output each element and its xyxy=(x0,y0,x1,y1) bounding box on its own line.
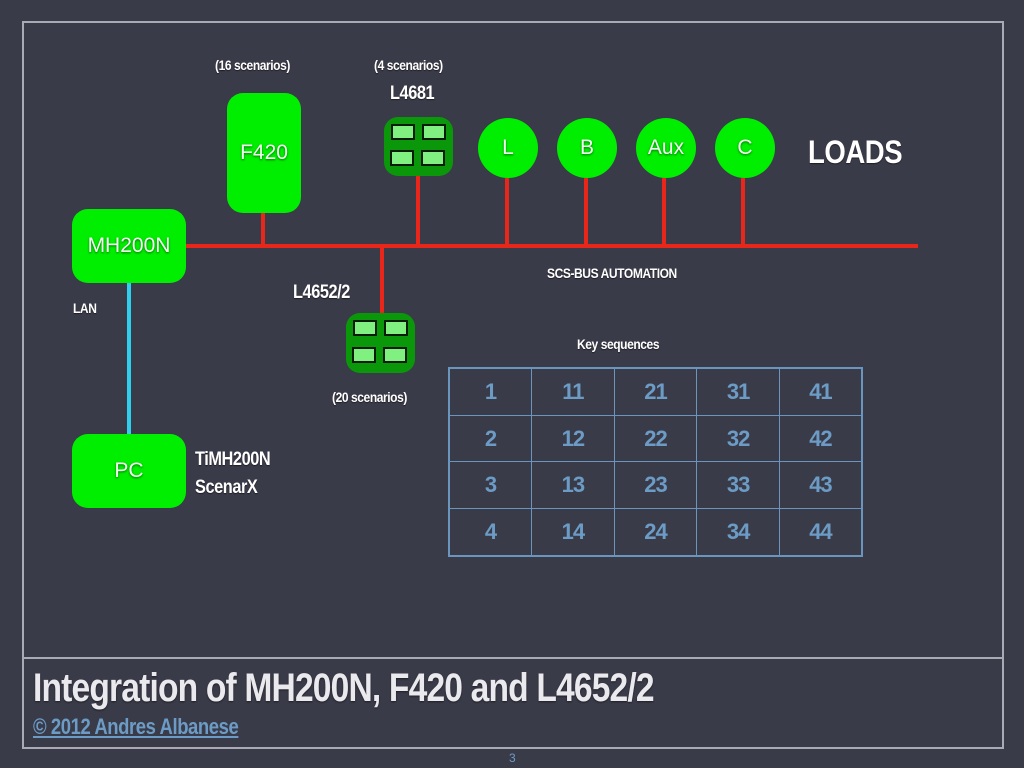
bus-label: SCS-BUS AUTOMATION xyxy=(547,265,677,281)
lan-line xyxy=(127,283,131,435)
load-l-label: L xyxy=(502,136,514,159)
keypad-key xyxy=(422,124,446,140)
load-l[interactable]: L xyxy=(478,118,538,178)
load-c-bus-drop xyxy=(741,178,745,246)
f420-scenarios-label: (16 scenarios) xyxy=(215,57,290,73)
table-cell: 1 xyxy=(448,367,533,416)
pc-label: PC xyxy=(114,459,144,482)
table-cell: 43 xyxy=(778,461,863,510)
table-cell: 3 xyxy=(448,461,533,510)
table-cell: 32 xyxy=(696,414,780,463)
table-cell: 4 xyxy=(448,508,533,557)
pc-software-scenarx: ScenarX xyxy=(195,477,258,498)
slide-frame xyxy=(22,21,1004,749)
l4681-keypad-icon[interactable] xyxy=(384,117,453,176)
slide-title: Integration of MH200N, F420 and L4652/2 xyxy=(33,666,655,710)
f420-bus-drop xyxy=(261,212,265,246)
table-row: 4 14 24 34 44 xyxy=(448,508,863,557)
table-row: 2 12 22 32 42 xyxy=(448,414,863,463)
mh200n-label: MH200N xyxy=(87,234,171,257)
pc-device[interactable]: PC xyxy=(72,434,186,508)
load-b-label: B xyxy=(579,136,594,159)
table-cell: 44 xyxy=(778,508,863,557)
table-cell: 24 xyxy=(613,508,698,557)
key-sequences-title: Key sequences xyxy=(577,336,660,352)
load-b-bus-drop xyxy=(584,178,588,246)
loads-label: LOADS xyxy=(808,134,903,170)
load-c[interactable]: C xyxy=(715,118,775,178)
table-cell: 22 xyxy=(613,414,698,463)
keypad-key xyxy=(384,320,408,336)
table-cell: 31 xyxy=(696,367,780,416)
title-divider xyxy=(22,657,1002,659)
pc-software-timh200n: TiMH200N xyxy=(195,449,271,470)
table-cell: 13 xyxy=(531,461,615,510)
l4681-bus-drop xyxy=(416,176,420,246)
table-cell: 21 xyxy=(613,367,698,416)
l4652-label: L4652/2 xyxy=(293,282,350,303)
l4681-scenarios-label: (4 scenarios) xyxy=(374,57,443,73)
table-cell: 11 xyxy=(531,367,615,416)
l4652-keypad-icon[interactable] xyxy=(346,313,415,373)
table-cell: 12 xyxy=(531,414,615,463)
load-c-label: C xyxy=(737,136,753,159)
key-sequences-table: 1 11 21 31 41 2 12 22 32 42 3 13 23 33 4… xyxy=(448,367,863,557)
f420-label: F420 xyxy=(240,141,288,164)
load-aux-bus-drop xyxy=(662,178,666,246)
table-cell: 34 xyxy=(696,508,780,557)
table-cell: 41 xyxy=(778,367,863,416)
table-cell: 42 xyxy=(778,414,863,463)
load-aux[interactable]: Aux xyxy=(636,118,696,178)
table-cell: 23 xyxy=(613,461,698,510)
table-cell: 2 xyxy=(448,414,533,463)
keypad-key xyxy=(390,150,414,166)
keypad-key xyxy=(421,150,445,166)
table-row: 1 11 21 31 41 xyxy=(448,367,863,416)
l4652-scenarios-label: (20 scenarios) xyxy=(332,389,407,405)
table-cell: 33 xyxy=(696,461,780,510)
table-row: 3 13 23 33 43 xyxy=(448,461,863,510)
load-aux-label: Aux xyxy=(647,136,685,159)
f420-device[interactable]: F420 xyxy=(227,93,301,213)
page-number: 3 xyxy=(509,751,516,765)
keypad-key xyxy=(352,347,376,363)
scs-bus-line xyxy=(186,244,918,248)
l4652-bus-drop xyxy=(380,246,384,314)
load-l-bus-drop xyxy=(505,178,509,246)
lan-label: LAN xyxy=(73,300,97,316)
copyright-link[interactable]: © 2012 Andres Albanese xyxy=(33,714,239,739)
load-b[interactable]: B xyxy=(557,118,617,178)
keypad-key xyxy=(391,124,415,140)
table-cell: 14 xyxy=(531,508,615,557)
keypad-key xyxy=(353,320,377,336)
keypad-key xyxy=(383,347,407,363)
l4681-label: L4681 xyxy=(390,83,435,104)
mh200n-device[interactable]: MH200N xyxy=(72,209,186,283)
